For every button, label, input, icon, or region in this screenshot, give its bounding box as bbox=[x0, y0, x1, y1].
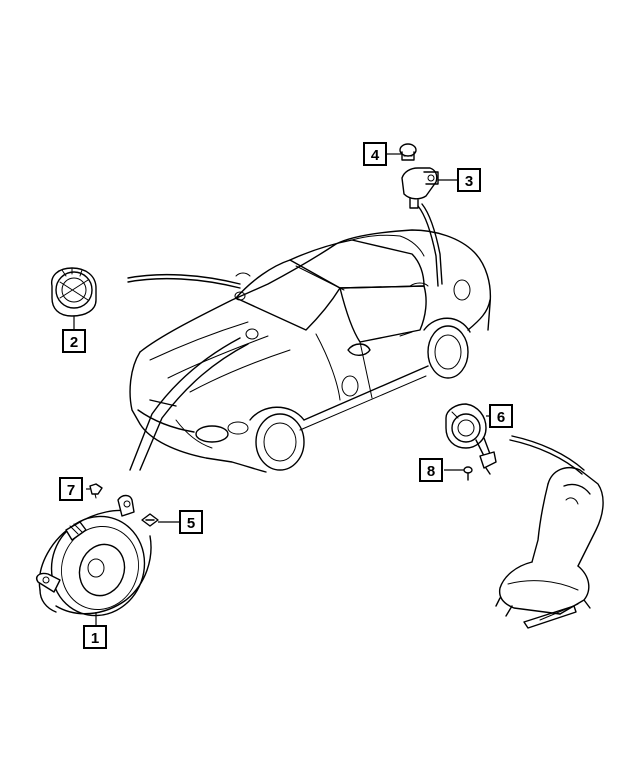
door-speaker-1 bbox=[36, 494, 152, 617]
callout-7: 7 bbox=[59, 477, 83, 501]
callout-3: 3 bbox=[457, 168, 481, 192]
screw-part-8 bbox=[463, 466, 473, 481]
seat-speaker-6 bbox=[445, 403, 497, 475]
clip-part-7 bbox=[89, 483, 103, 499]
callout-4: 4 bbox=[363, 142, 387, 166]
tweeter-speaker-2 bbox=[51, 267, 97, 317]
callout-2: 2 bbox=[62, 329, 86, 353]
callout-6-label: 6 bbox=[497, 409, 505, 426]
seat-illustration bbox=[495, 435, 604, 629]
screw-part-4 bbox=[399, 143, 417, 161]
callout-4-label: 4 bbox=[371, 147, 380, 164]
leader-lines bbox=[73, 153, 490, 626]
callout-5-label: 5 bbox=[187, 515, 195, 532]
callout-8: 8 bbox=[419, 458, 443, 482]
car-illustration bbox=[127, 203, 492, 473]
callout-8-label: 8 bbox=[427, 463, 435, 480]
screw-part-5 bbox=[141, 513, 159, 527]
bracket-part-3 bbox=[401, 167, 439, 209]
callout-1-label: 1 bbox=[91, 630, 99, 647]
callout-1: 1 bbox=[83, 625, 107, 649]
callout-5: 5 bbox=[179, 510, 203, 534]
callout-6: 6 bbox=[489, 404, 513, 428]
callout-3-label: 3 bbox=[465, 173, 473, 190]
callout-2-label: 2 bbox=[70, 334, 78, 351]
callout-7-label: 7 bbox=[67, 482, 75, 499]
